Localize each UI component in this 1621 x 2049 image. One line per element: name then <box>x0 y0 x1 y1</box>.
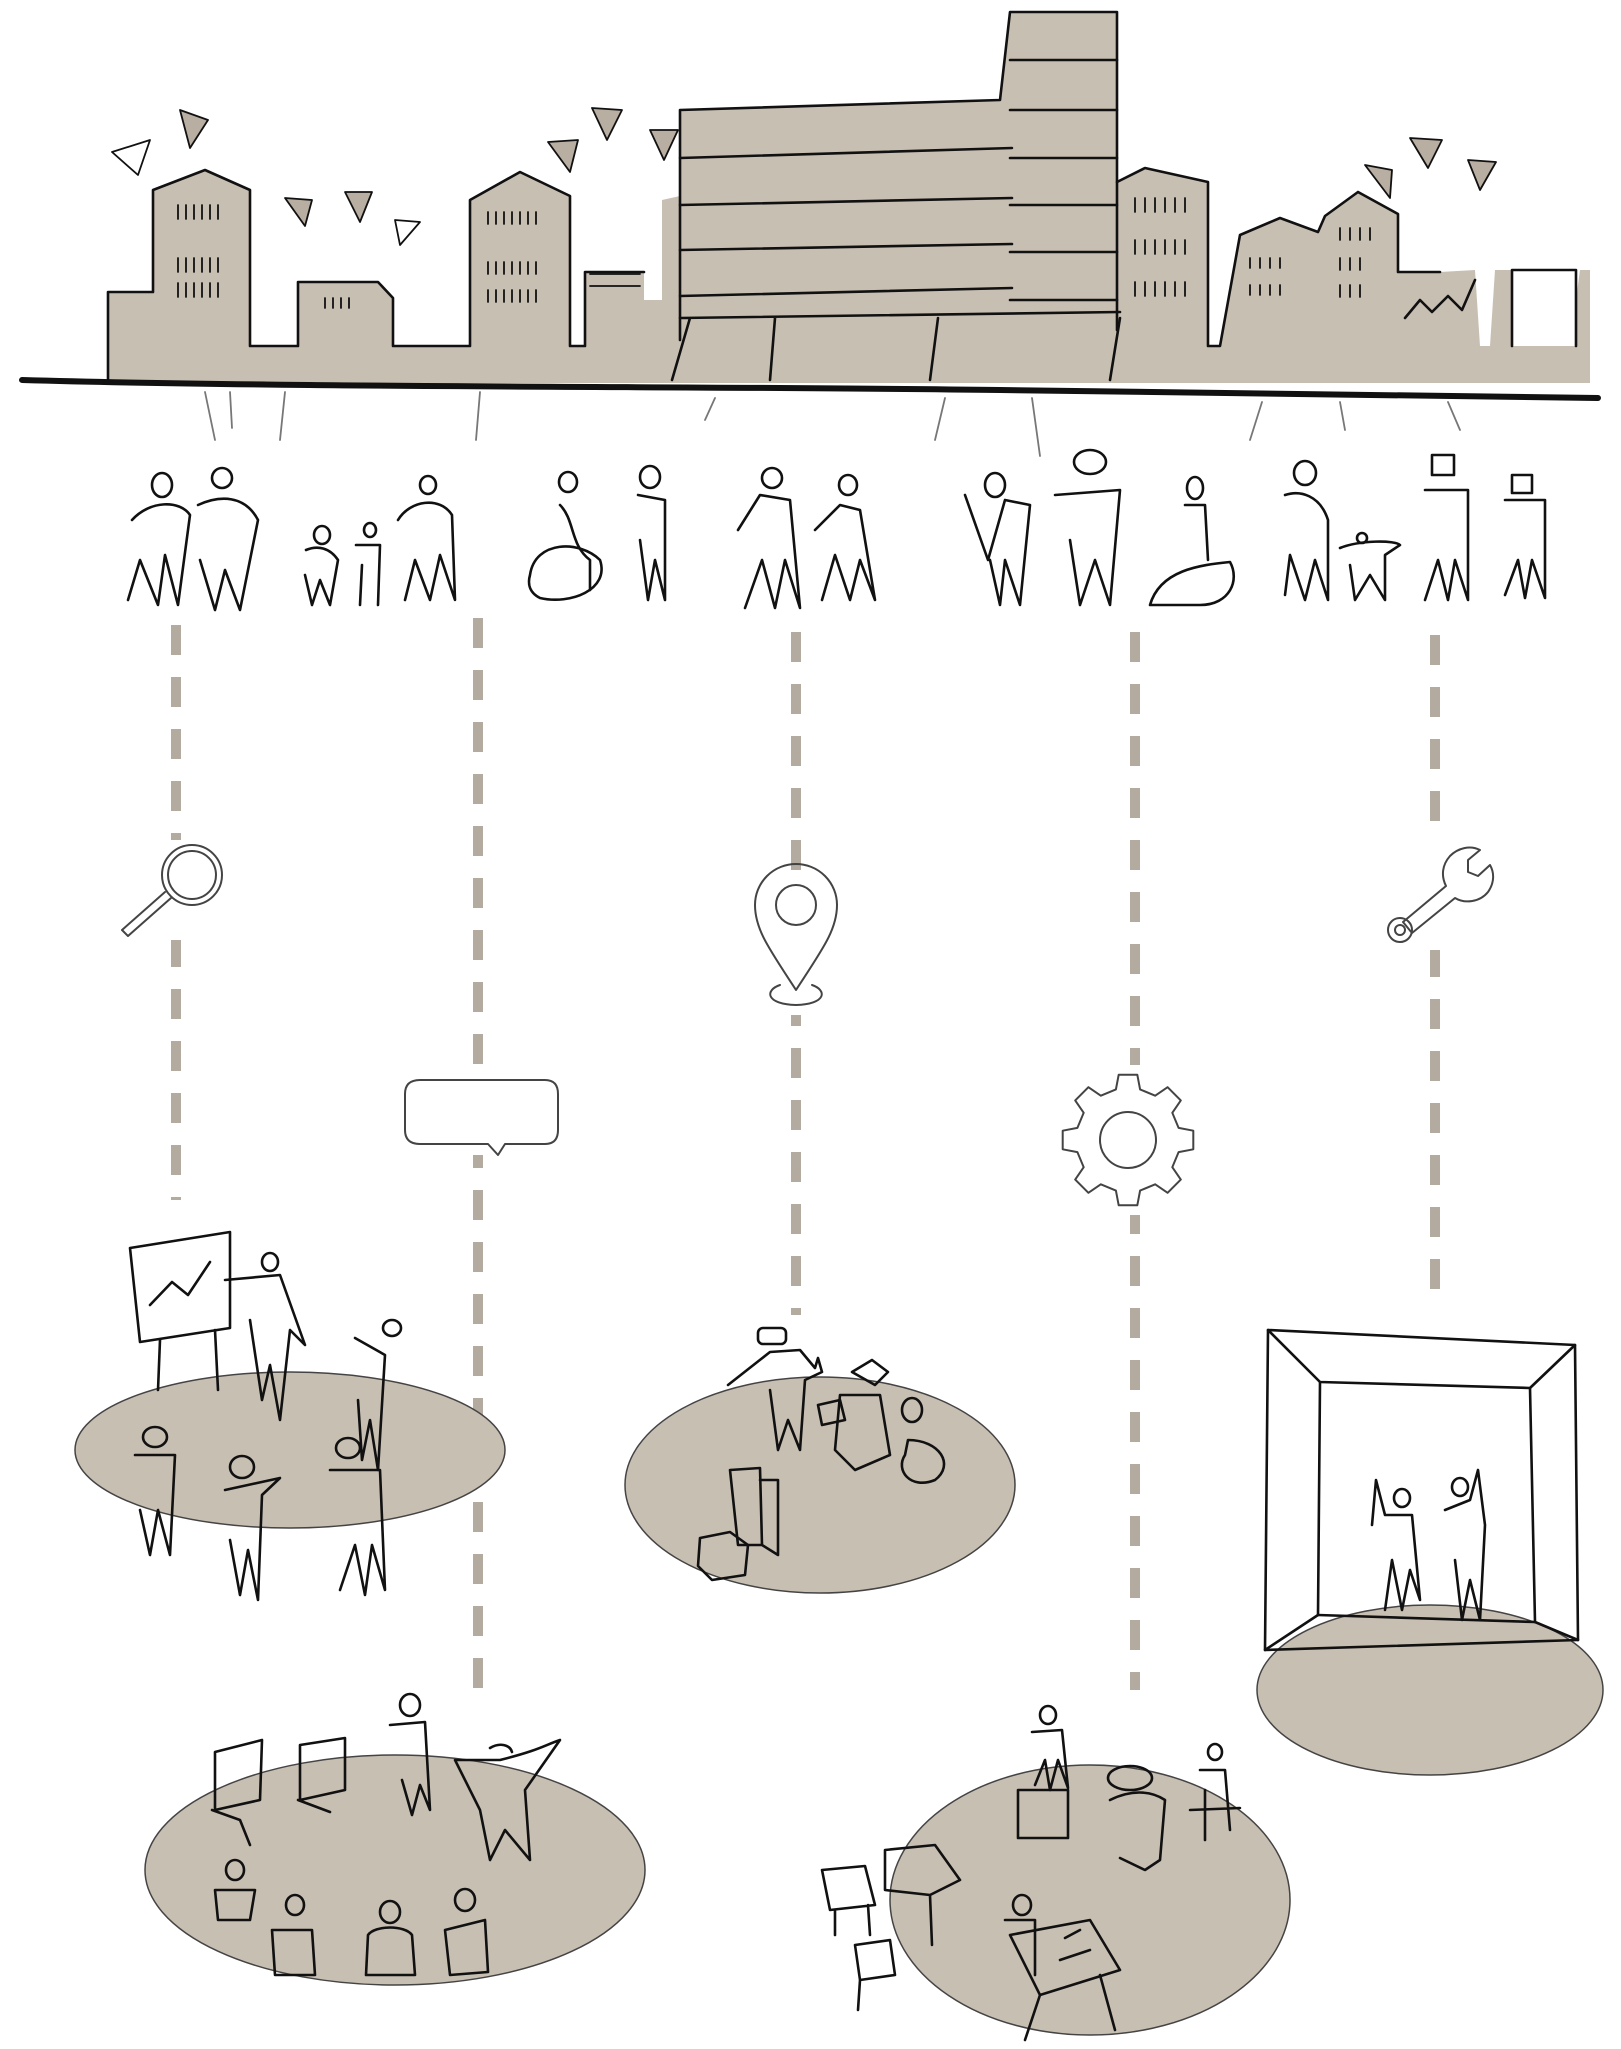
scene-conversation <box>144 1692 646 1986</box>
search-icon <box>118 840 228 940</box>
people-group-3 <box>527 464 667 602</box>
scene-lounge <box>820 1704 1291 2042</box>
skyline-outline <box>106 10 1578 385</box>
scene-4-ground <box>889 1764 1291 2036</box>
scene-workshop <box>624 1326 1016 1594</box>
scene-2-ground <box>144 1754 646 1986</box>
scene-open-frame <box>1256 1328 1604 1776</box>
ground-drips <box>204 391 1461 457</box>
scene-3-ground <box>624 1376 1016 1594</box>
people-group-7 <box>1423 453 1547 602</box>
skyline-silhouette <box>108 12 1590 383</box>
attention-wedges <box>111 107 1497 246</box>
skyline-windows <box>177 197 1371 309</box>
people-group-2 <box>303 474 457 607</box>
people-group-4 <box>736 466 877 610</box>
speech-bubble-icon <box>395 1075 560 1156</box>
people-group-1 <box>126 466 260 612</box>
location-pin-icon <box>740 863 850 1015</box>
scene-presentation <box>74 1230 506 1602</box>
gear-icon <box>1055 1065 1200 1215</box>
ground-line <box>19 377 1601 401</box>
people-row <box>126 448 1547 612</box>
wrench-icon <box>1380 840 1500 950</box>
people-group-5 <box>963 448 1236 607</box>
scene-1-ground <box>74 1371 506 1529</box>
city-skyline <box>19 10 1601 457</box>
people-group-6 <box>1283 459 1402 602</box>
scene-5-ground <box>1256 1604 1604 1776</box>
